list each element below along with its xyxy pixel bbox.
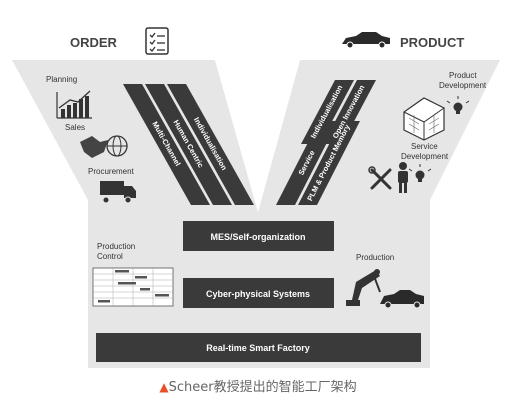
truck-icon [100,181,136,204]
product-development-label-line2: Development [439,81,487,90]
cps-bar [183,278,334,308]
robot-arm-icon [346,269,381,306]
handshake-globe-icon [80,135,128,158]
procurement-label: Procurement [88,167,135,176]
production-control-label-line1: Production [97,242,135,251]
building-grid-icon [403,97,445,141]
car-icon [380,290,424,309]
funnel-center-gap [215,60,300,212]
product-title: PRODUCT [400,35,464,50]
planning-label: Planning [46,75,77,84]
product-development-label-line1: Product [449,71,477,80]
service-development-label-line2: Development [401,152,449,161]
production-control-label-line2: Control [97,252,123,261]
order-title: ORDER [70,35,118,50]
checklist-icon [145,27,169,55]
stripe-individualisation-right [301,80,354,144]
person-icon [398,162,408,193]
mes-bar-label: MES/Self-organization [210,232,305,242]
stripe-individualisation-left [167,84,254,205]
stripe-service [276,121,338,205]
factory-bar-label: Real-time Smart Factory [206,343,310,353]
lightbulb-icon [446,96,470,114]
tools-icon [368,166,392,190]
stripe-open-innovation [323,80,376,144]
left-stripes: Multi-Channel Human Centric Individualis… [123,84,254,205]
caption-marker: ▲ [159,380,169,394]
bar-chart-icon [56,90,92,119]
production-label: Production [356,253,394,262]
lightbulb-icon [408,164,432,182]
stripe-plm [298,121,360,205]
stripe-multi-channel [123,84,210,205]
cps-bar-label: Cyber-physical Systems [206,289,310,299]
stripe-human-centric [145,84,232,205]
gantt-table-icon [92,267,174,307]
sales-label: Sales [65,123,85,132]
service-development-label-line1: Service [411,142,438,151]
factory-bar [96,333,421,362]
figure-caption: ▲Scheer教授提出的智能工厂架构 [0,376,516,395]
caption-text: Scheer教授提出的智能工厂架构 [168,380,357,395]
car-icon [342,32,390,49]
mes-bar [183,221,334,251]
